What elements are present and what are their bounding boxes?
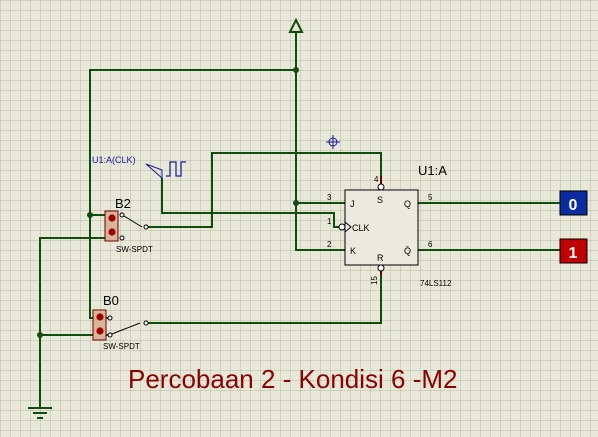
pin-label-qbar: Q̄ bbox=[404, 246, 411, 256]
ground-terminal-icon[interactable] bbox=[28, 407, 52, 419]
chip-part-number: 74LS112 bbox=[420, 279, 452, 288]
wire-clock[interactable] bbox=[161, 178, 340, 228]
switch-b2-ref: B2 bbox=[115, 196, 131, 211]
junction-power-j bbox=[293, 200, 299, 206]
switch-b0-ref: B0 bbox=[103, 293, 119, 308]
switch-b2-button-upper bbox=[108, 214, 116, 222]
switch-b2-contact-lower bbox=[119, 235, 125, 241]
junction-power-top bbox=[293, 67, 299, 73]
output-indicator-qbar[interactable]: 1 bbox=[559, 238, 588, 264]
wire-power-rail[interactable] bbox=[295, 32, 345, 251]
junctions bbox=[37, 67, 299, 338]
crosshair-probe-icon[interactable] bbox=[326, 135, 340, 149]
output-qbar-value: 1 bbox=[569, 245, 578, 262]
output-q-box bbox=[559, 190, 588, 216]
wires bbox=[39, 32, 560, 408]
pin-number-s: 4 bbox=[374, 175, 379, 184]
pin-label-j: J bbox=[350, 199, 355, 209]
switch-b2[interactable]: B2 SW-SPDT bbox=[104, 196, 153, 254]
pin-label-clk: CLK bbox=[352, 223, 370, 233]
clock-source-label: U1:A(CLK) bbox=[92, 155, 136, 165]
switch-b0-button-upper bbox=[96, 313, 104, 321]
junction-ground bbox=[37, 332, 43, 338]
switch-b0-button-lower bbox=[96, 327, 104, 335]
pin-number-j: 3 bbox=[327, 193, 332, 202]
clk-pin-bubble bbox=[338, 223, 346, 231]
pin-label-k: K bbox=[350, 246, 356, 256]
switch-b0-type: SW-SPDT bbox=[103, 342, 140, 351]
switch-b0-contact-upper bbox=[107, 315, 113, 321]
pin-number-qbar: 6 bbox=[428, 240, 433, 249]
wire-top-bus[interactable] bbox=[89, 69, 296, 215]
pin-number-q: 5 bbox=[428, 193, 433, 202]
switch-b0-common bbox=[143, 320, 149, 326]
power-terminal-icon[interactable] bbox=[288, 17, 304, 33]
switch-b2-type: SW-SPDT bbox=[116, 245, 153, 254]
output-qbar-box bbox=[559, 238, 588, 264]
wire-b0-to-reset[interactable] bbox=[148, 275, 382, 324]
switch-b2-common bbox=[143, 224, 149, 230]
pin-label-q: Q bbox=[404, 199, 411, 209]
pin-number-r: 15 bbox=[370, 276, 379, 285]
pin-label-s: S bbox=[377, 195, 383, 205]
pin-number-k: 2 bbox=[327, 240, 332, 249]
wire-b2-to-set[interactable] bbox=[148, 152, 382, 228]
pin-label-r: R bbox=[377, 253, 384, 263]
set-pin-bubble bbox=[377, 183, 385, 191]
chip-body bbox=[344, 189, 419, 266]
wire-ground-rail[interactable] bbox=[39, 237, 108, 408]
flip-flop-u1a[interactable]: U1:A J CLK K S R Q Q̄ 3 1 2 4 15 5 6 74L… bbox=[327, 163, 452, 288]
switch-b0-lever bbox=[111, 322, 141, 335]
switch-b2-contact-upper bbox=[119, 212, 125, 218]
junction-left-bus bbox=[87, 212, 93, 218]
reset-pin-bubble bbox=[377, 264, 385, 272]
chip-ref: U1:A bbox=[418, 163, 447, 178]
clock-source-triangle-icon bbox=[145, 163, 163, 180]
switch-b0-contact-lower bbox=[107, 332, 113, 338]
clock-source[interactable]: U1:A(CLK) bbox=[92, 155, 186, 180]
output-indicator-q[interactable]: 0 bbox=[559, 190, 588, 216]
output-q-value: 0 bbox=[569, 197, 578, 214]
switch-b2-button-lower bbox=[108, 228, 116, 236]
schematic-caption: Percobaan 2 - Kondisi 6 -M2 bbox=[128, 364, 458, 394]
switch-b0[interactable]: B0 SW-SPDT bbox=[92, 293, 149, 351]
switch-b2-lever bbox=[123, 215, 143, 228]
square-wave-icon bbox=[166, 161, 186, 177]
clk-edge-triangle bbox=[344, 221, 352, 233]
pin-number-clk: 1 bbox=[327, 217, 332, 226]
